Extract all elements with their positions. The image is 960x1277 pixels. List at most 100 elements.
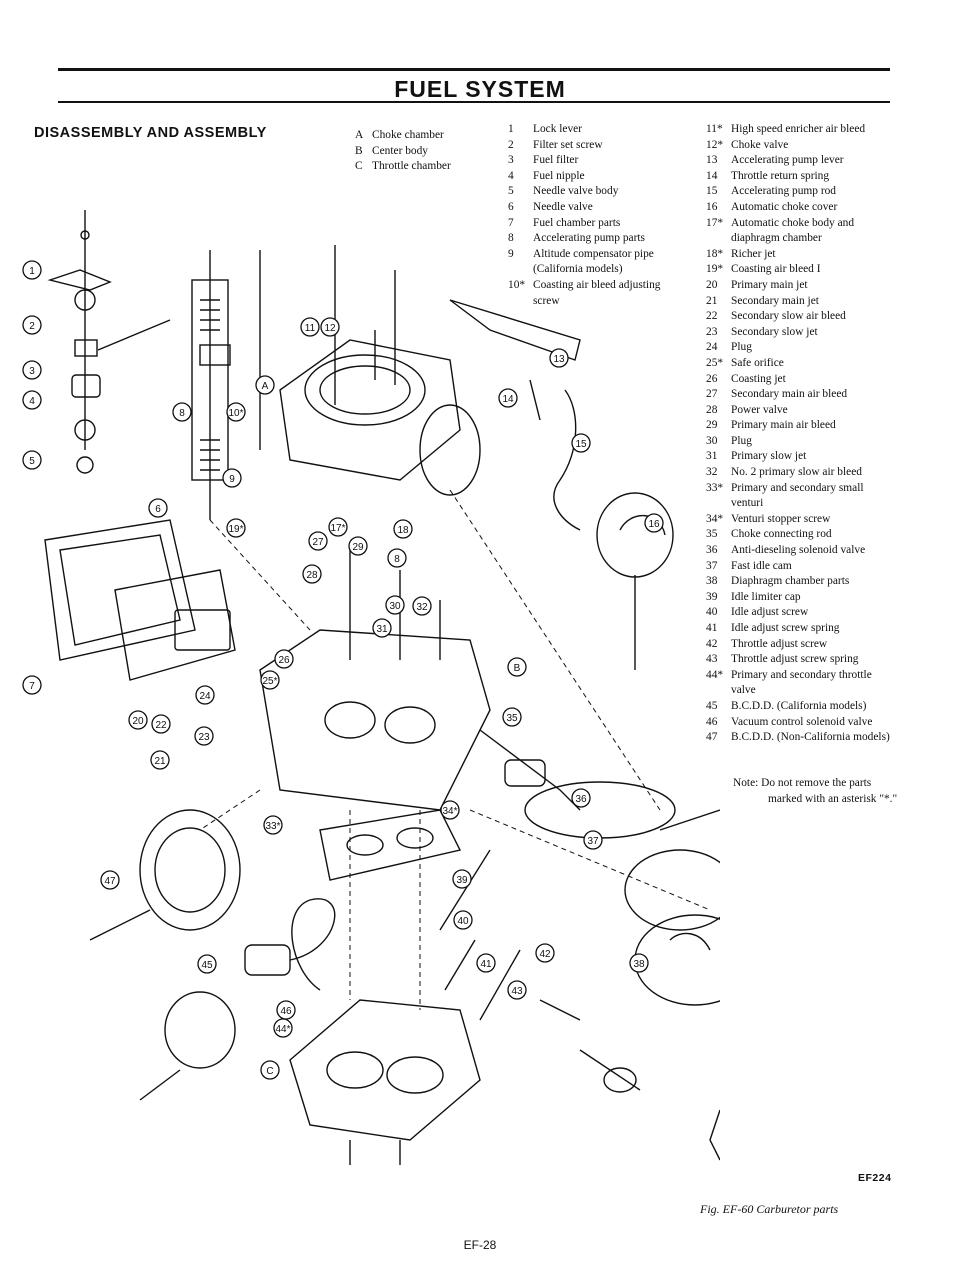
svg-text:47: 47 [104,876,116,887]
part-label: Throttle return spring [731,169,830,182]
part-number: 12* [706,138,724,151]
callout-25-asterisk: 25* [260,670,280,690]
list-item: 34*Venturi stopper screw [706,512,890,528]
callout-23: 23 [194,726,214,746]
part-number: 23 [706,325,718,338]
svg-text:9: 9 [229,474,235,485]
svg-text:8: 8 [179,408,185,419]
list-item: 12*Choke valve [706,138,890,154]
part-label-continued: (California models) [533,263,623,276]
svg-text:27: 27 [312,537,324,548]
svg-text:46: 46 [280,1006,292,1017]
callout-34-asterisk: 34* [440,800,460,820]
callout-15: 15 [571,433,591,453]
callout-C: C [260,1060,280,1080]
part-number: 8 [508,232,514,245]
part-number: 33* [706,481,724,494]
part-label: Accelerating pump lever [731,154,844,167]
svg-text:B: B [514,663,521,674]
callout-33-asterisk: 33* [263,815,283,835]
callout-19-asterisk: 19* [226,518,246,538]
callout-46: 46 [276,1000,296,1020]
part-label: Primary main air bleed [731,419,836,432]
part-label: Vacuum control solenoid valve [731,715,873,728]
part-label: Idle limiter cap [731,590,801,603]
svg-text:35: 35 [506,713,518,724]
part-number: 44* [706,668,724,681]
callout-41: 41 [476,953,496,973]
part-number: 3 [508,154,514,167]
part-number: 7 [508,216,514,229]
svg-text:16: 16 [648,519,660,530]
throttle-chamber-shape [289,999,481,1141]
list-item: 18*Richer jet [706,247,890,263]
part-label: Idle adjust screw [731,606,809,619]
callout-1: 1 [22,260,42,280]
svg-text:11: 11 [305,323,316,334]
callout-35: 35 [502,707,522,727]
part-label: B.C.D.D. (California models) [731,699,867,712]
part-label: B.C.D.D. (Non-California models) [731,731,890,744]
part-label: Lock lever [533,123,583,135]
note-line-1: Note: Do not remove the parts [733,777,872,789]
part-number: 32 [706,466,718,479]
svg-text:6: 6 [155,504,161,515]
part-label: Primary slow jet [731,450,807,463]
callout-38: 38 [629,953,649,973]
part-label-continued: diaphragm chamber [731,232,822,245]
svg-text:19*: 19* [228,524,243,535]
callout-7: 7 [22,675,42,695]
part-number: 41 [706,622,718,634]
svg-text:34*: 34* [442,806,457,817]
list-item: 19*Coasting air bleed I [706,262,890,278]
callout-31: 31 [372,618,392,638]
part-label: Richer jet [731,247,776,260]
svg-text:3: 3 [29,366,35,377]
callout-3: 3 [22,360,42,380]
part-label: Needle valve [533,200,593,213]
list-item: 31 Primary slow jet [706,449,890,465]
part-label: High speed enricher air bleed [731,123,866,135]
callout-16: 16 [644,513,664,533]
list-item: 33*Primary and secondary small [706,481,890,497]
part-number: 36 [706,544,718,557]
svg-text:10*: 10* [228,408,243,419]
callout-4: 4 [22,390,42,410]
part-number: 24 [706,341,718,354]
center-body-shape [259,629,491,811]
callout-11: 11 [300,317,320,337]
part-number: 29 [706,419,718,432]
callout-12: 12 [320,317,340,337]
part-number: 45 [706,699,718,712]
svg-text:21: 21 [154,756,166,767]
page-number: EF-28 [463,1238,497,1252]
svg-text:30: 30 [389,601,401,612]
part-number: 9 [508,247,514,260]
part-number: 31 [706,450,718,463]
callout-29: 29 [348,536,368,556]
svg-text:5: 5 [29,456,35,467]
list-item: 29 Primary main air bleed [706,418,890,434]
callout-21: 21 [150,750,170,770]
part-label-continued: valve [731,684,756,697]
svg-text:39: 39 [456,875,468,886]
part-number: 40 [706,606,718,619]
